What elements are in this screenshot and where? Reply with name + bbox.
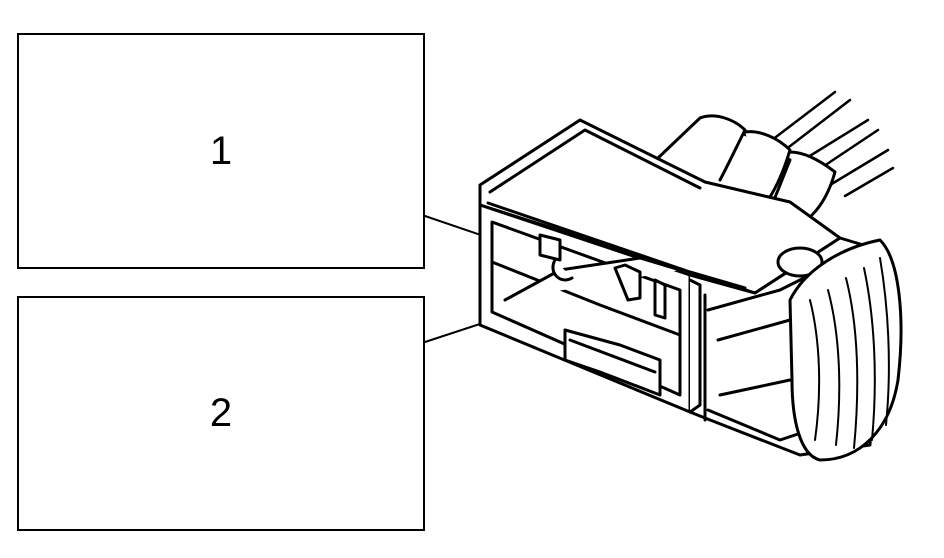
release-tab xyxy=(788,238,903,462)
callout-label-2: 2 xyxy=(209,391,233,435)
callout-label-1: 1 xyxy=(209,128,233,173)
callout-box-2: 2 xyxy=(17,296,425,531)
callout-box-1: 1 xyxy=(17,33,425,269)
wire-bundle xyxy=(770,90,895,198)
